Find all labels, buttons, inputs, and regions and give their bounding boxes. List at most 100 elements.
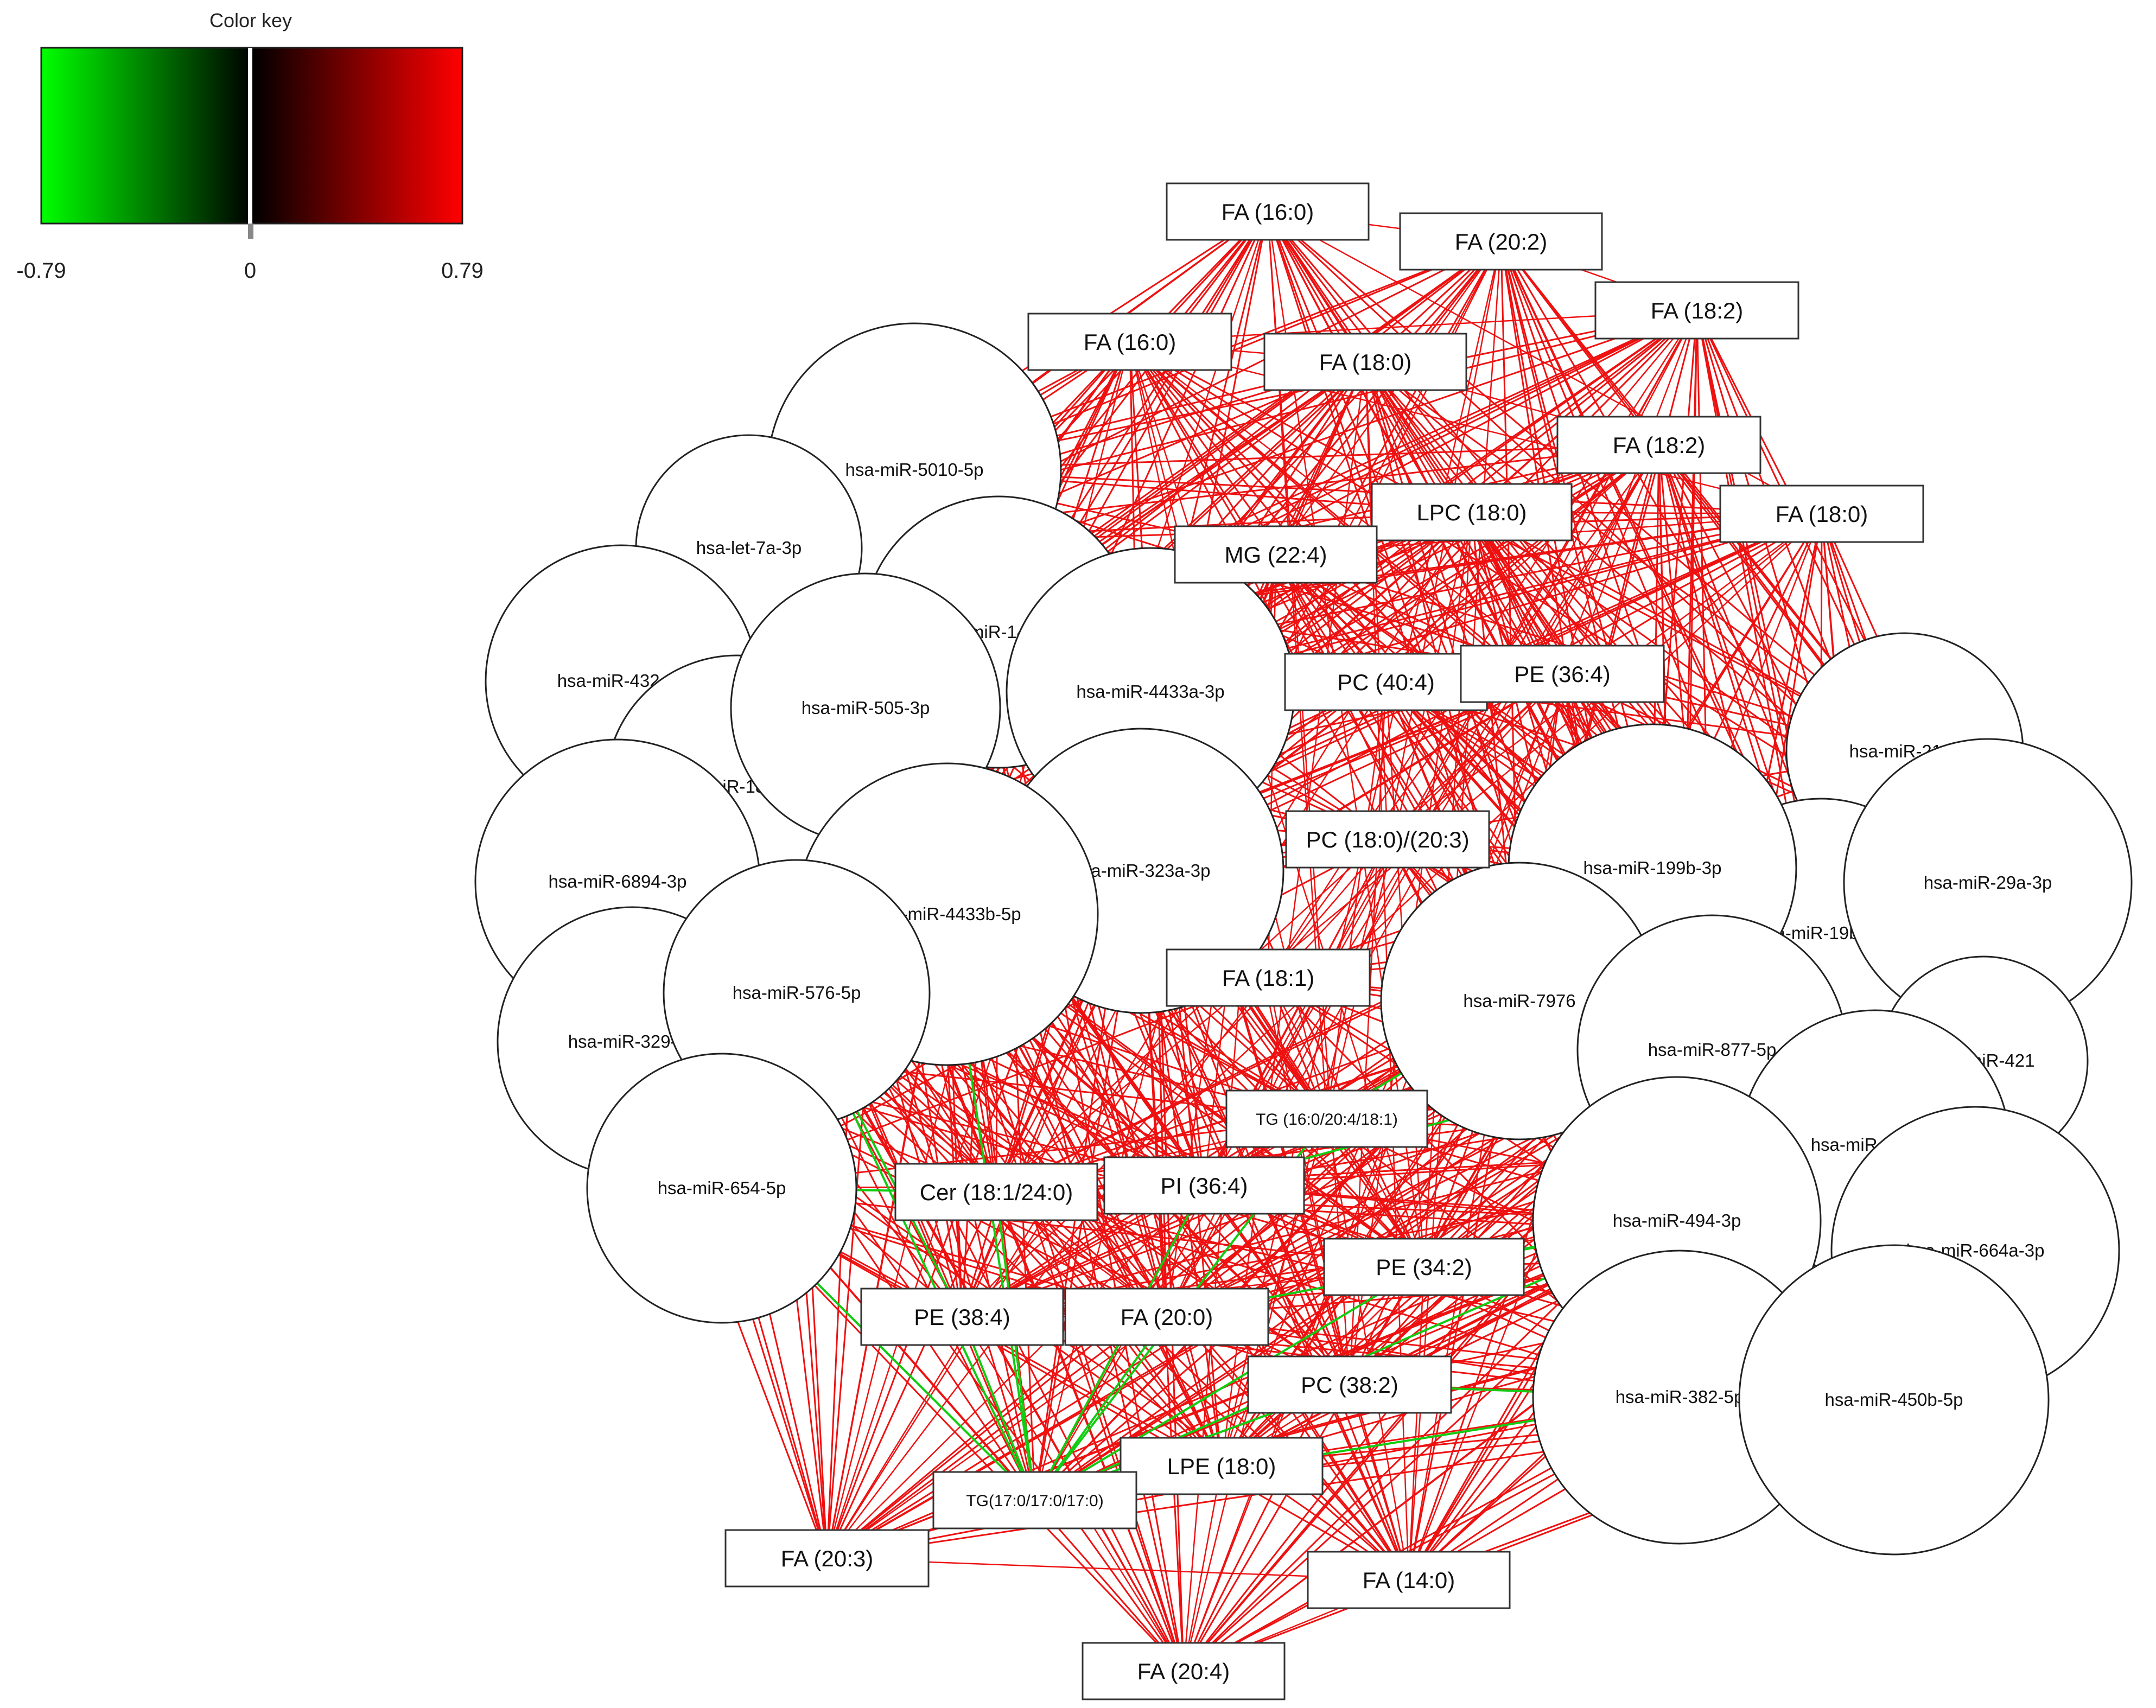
mirna-label: hsa-miR-199b-3p (1583, 858, 1722, 878)
positive-edge (1267, 444, 1660, 978)
negative-edge (995, 1191, 1036, 1501)
lipid-label: PE (38:4) (914, 1304, 1010, 1330)
lipid-box (1556, 416, 1761, 474)
positive-edge (1220, 673, 1563, 1467)
lipid-label: FA (16:0) (1222, 199, 1314, 225)
positive-edge (1385, 444, 1659, 683)
lipid-label: Cer (18:1/24:0) (920, 1180, 1073, 1205)
lipid-box (1166, 182, 1370, 241)
lipid-node: PE (34:2) (1323, 1238, 1525, 1296)
mirna-node: hsa-miR-382-5p (1532, 1250, 1827, 1545)
color-key-zero-label: 0 (244, 259, 256, 283)
lipid-box (1594, 281, 1799, 340)
lipid-box (1307, 1551, 1511, 1609)
mirna-label: hsa-miR-654-5p (658, 1178, 786, 1198)
negative-edge (961, 1316, 1036, 1501)
positive-edge (1471, 310, 1697, 513)
lipid-node: Cer (18:1/24:0) (894, 1163, 1098, 1221)
lipid-box (724, 1529, 930, 1588)
mirna-circle (1738, 1244, 2050, 1556)
positive-edge (1326, 1118, 1410, 1580)
lipid-node: TG(17:0/17:0/17:0) (932, 1471, 1137, 1529)
positive-edge (826, 1316, 1167, 1559)
lipid-label: PE (36:4) (1514, 661, 1610, 687)
lipid-label: FA (18:0) (1776, 501, 1868, 527)
lipid-label: PC (38:2) (1301, 1372, 1398, 1398)
mirna-label: hsa-miR-4433a-3p (1076, 681, 1224, 702)
lipid-box (1082, 1642, 1286, 1700)
lipid-label: TG (16:0/20:4/18:1) (1256, 1111, 1398, 1129)
lipid-box (1719, 485, 1924, 543)
lipid-node: FA (16:0) (1166, 182, 1370, 241)
lipid-label: PE (34:2) (1376, 1254, 1472, 1280)
lipid-label: FA (18:2) (1613, 432, 1705, 458)
lipid-label: FA (14:0) (1363, 1567, 1455, 1593)
lipid-node: LPE (18:0) (1120, 1437, 1324, 1495)
lipid-box (932, 1471, 1137, 1529)
lipid-node: FA (20:0) (1064, 1288, 1269, 1346)
lipid-node: FA (18:1) (1166, 948, 1371, 1007)
lipid-node: FA (18:0) (1719, 485, 1924, 543)
mirna-label: hsa-miR-5010-5p (845, 460, 984, 480)
mirna-label: hsa-miR-505-3p (802, 698, 930, 718)
lipid-box (1027, 313, 1232, 371)
lipid-box (1225, 1089, 1428, 1148)
mirna-label: hsa-miR-323a-3p (1072, 861, 1211, 881)
positive-edge (1275, 241, 1502, 555)
lipid-node: FA (20:3) (724, 1529, 930, 1588)
lipid-node: FA (20:4) (1082, 1642, 1286, 1700)
positive-edge (1203, 1185, 1351, 1385)
lipid-label: LPE (18:0) (1167, 1454, 1276, 1479)
mirna-label: hsa-miR-29a-3p (1924, 872, 2052, 893)
color-key-title: Color key (209, 9, 292, 31)
lipid-box (1103, 1156, 1305, 1215)
lipid-label: PC (18:0)/(20:3) (1306, 827, 1469, 852)
lipid-label: FA (20:4) (1137, 1659, 1230, 1684)
lipid-box (1284, 653, 1488, 711)
color-key-zero-tick (248, 224, 253, 239)
lipid-label: FA (18:2) (1651, 298, 1743, 323)
positive-edge (1129, 341, 1905, 753)
positive-edge (1267, 977, 1351, 1385)
positive-edge (1408, 1266, 1425, 1580)
lipid-label: PI (36:4) (1160, 1173, 1248, 1199)
lipid-node: PI (36:4) (1103, 1156, 1305, 1215)
lipid-box (1460, 645, 1665, 703)
lipid-node: PC (40:4) (1284, 653, 1488, 711)
color-key: Color key -0.79 0 0.79 (16, 9, 484, 283)
lipid-box (1285, 810, 1490, 869)
positive-edge (995, 1191, 1185, 1672)
lipid-box (1166, 948, 1371, 1007)
lipid-node: PE (38:4) (860, 1288, 1064, 1346)
mirna-label: hsa-miR-382-5p (1616, 1387, 1744, 1407)
lipid-box (1064, 1288, 1269, 1346)
mirna-label: hsa-miR-576-5p (733, 983, 861, 1003)
lipid-box (1263, 333, 1467, 391)
positive-edge (1349, 1384, 1410, 1580)
positive-edge (1220, 1118, 1328, 1467)
mirna-label: hsa-let-7a-3p (696, 538, 802, 558)
positive-edge (1364, 361, 1389, 840)
mirna-label: hsa-miR-6894-3p (549, 871, 687, 891)
lipid-node: FA (20:2) (1399, 212, 1603, 271)
color-key-min-label: -0.79 (16, 259, 66, 283)
mirna-label: hsa-miR-494-3p (1613, 1210, 1741, 1231)
lipid-node: PE (36:4) (1460, 645, 1665, 703)
lipid-node: FA (18:2) (1594, 281, 1799, 340)
positive-edge (1129, 341, 1822, 515)
mirna-nodes: hsa-miR-5010-5phsa-let-7a-3phsa-miR-432-… (474, 322, 2133, 1556)
mirna-label: hsa-miR-7976 (1463, 991, 1575, 1011)
lipid-box (860, 1288, 1064, 1346)
lipid-box (1371, 483, 1573, 541)
positive-edge (962, 1118, 1327, 1318)
lipid-node: TG (16:0/20:4/18:1) (1225, 1089, 1428, 1148)
lipid-label: MG (22:4) (1224, 542, 1327, 568)
lipid-label: FA (20:2) (1455, 229, 1547, 254)
lipid-label: PC (40:4) (1337, 670, 1435, 695)
lipid-node: FA (18:2) (1556, 416, 1761, 474)
lipid-box (894, 1163, 1098, 1221)
lipid-box (1399, 212, 1603, 271)
lipid-label: FA (20:3) (781, 1546, 873, 1571)
negative-edge (1034, 1266, 1425, 1501)
